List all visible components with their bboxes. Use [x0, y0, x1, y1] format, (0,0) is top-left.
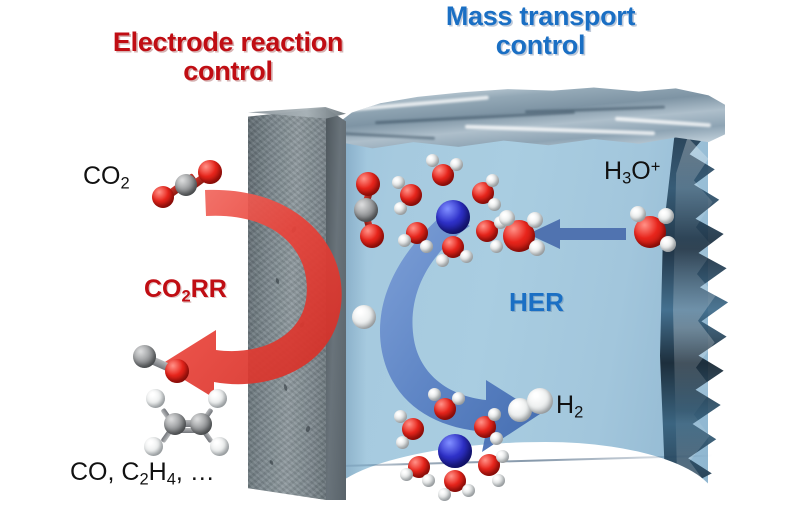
label-h2-text: H [556, 391, 575, 419]
label-her: HER [509, 287, 564, 317]
label-hydronium-mid: O [631, 157, 651, 185]
solvated-cation-cluster-upper [392, 154, 507, 274]
label-products: CO, C2H4, … [70, 458, 215, 490]
label-co2rr-tail: RR [190, 275, 227, 303]
label-co2-subscript: 2 [120, 174, 130, 193]
co2-molecule-gas [150, 160, 230, 222]
label-co2rr: CO2RR [144, 275, 227, 307]
ethylene-molecule-product [140, 385, 232, 463]
label-h2-subscript: 2 [574, 403, 584, 422]
hydronium-molecule-bulk [626, 206, 682, 258]
label-hydronium-subscript: 3 [622, 169, 632, 188]
solvated-cation-cluster-lower [394, 388, 509, 508]
hydrogen-adatom [352, 305, 378, 331]
title-mass-transport-control: Mass transport control [445, 1, 636, 60]
hydronium-molecule-left [497, 210, 551, 260]
label-products-mid: H [148, 458, 167, 486]
co2rr-arrow [160, 189, 342, 398]
label-h2: H2 [556, 391, 583, 423]
label-co2rr-subscript: 2 [181, 287, 191, 306]
label-products-sub2: 4 [166, 470, 176, 489]
label-products-tail: , … [175, 458, 215, 486]
electrode-top-edge [248, 107, 346, 119]
label-hydronium-text: H [604, 157, 623, 185]
title-electrode-reaction-control: Electrode reaction control [112, 27, 344, 86]
label-products-text: CO, C [70, 458, 140, 486]
electrolyte-region [315, 86, 730, 512]
co-molecule-product [133, 341, 203, 385]
label-co2-text: CO [83, 162, 121, 190]
label-co2: CO2 [83, 162, 130, 194]
co2-molecule-adsorbed [348, 170, 398, 260]
transport-arrow [528, 219, 626, 249]
label-hydronium: H3O+ [604, 157, 660, 189]
her-arrow [379, 212, 540, 452]
label-products-sub1: 2 [139, 470, 149, 489]
label-hydronium-superscript: + [650, 158, 661, 177]
h2-molecule [508, 388, 564, 422]
label-co2rr-text: CO [144, 275, 182, 303]
